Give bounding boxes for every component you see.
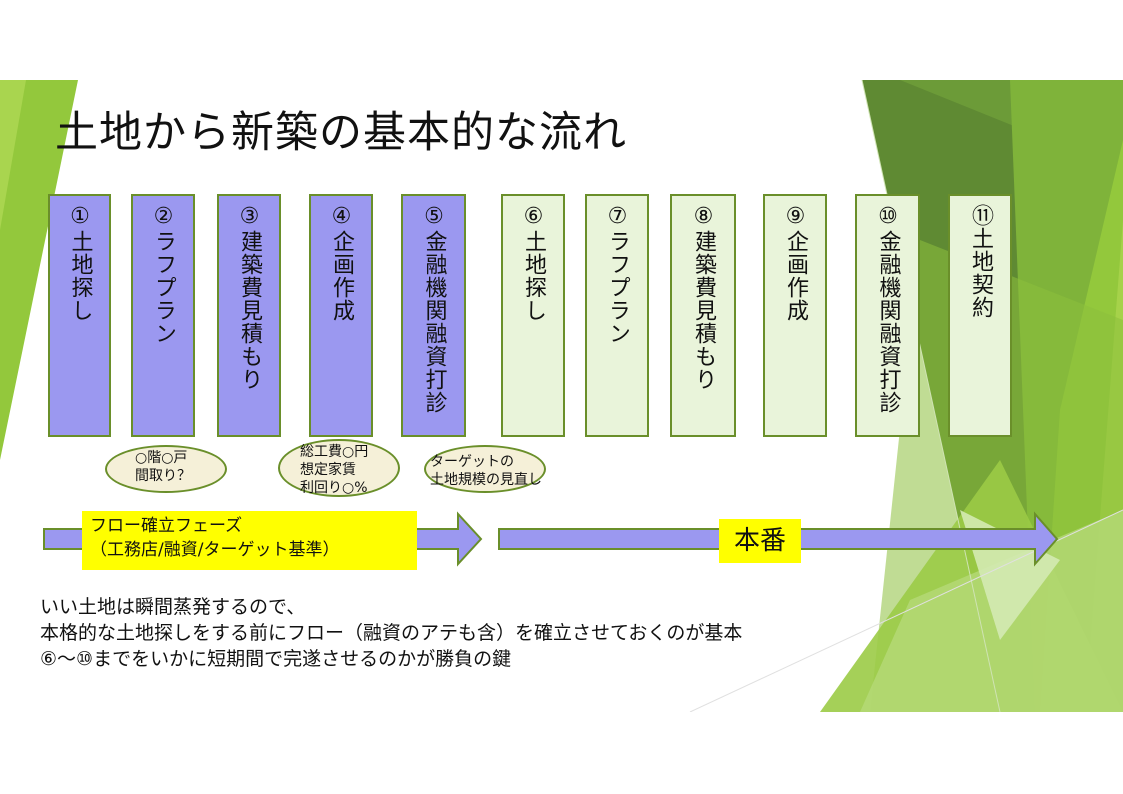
step-6-box: ⑥土地探し (501, 194, 565, 437)
step-11-box: ⑪土地契約 (948, 194, 1012, 437)
phase2-label-box: 本番 (719, 519, 801, 563)
step-label: ②ラフプラン (151, 204, 176, 345)
callout-oval-2 (278, 439, 400, 497)
step-label: ⑤金融機関融資打診 (421, 204, 447, 414)
note-line: ⑥～⑩までをいかに短期間で完遂させるのかが勝負の鍵 (40, 648, 512, 670)
step-label: ③建築費見積もり (237, 204, 262, 391)
page-title: 土地から新築の基本的な流れ (55, 108, 627, 158)
phase1-label: フロー確立フェーズ （工務店/融資/ターゲット基準） (90, 516, 340, 560)
callout-text-2: 総工費○円 想定家賃 利回り○% (300, 444, 369, 496)
step-9-box: ⑨企画作成 (763, 194, 827, 437)
step-label: ⑪土地契約 (968, 204, 993, 319)
step-4-box: ④企画作成 (309, 194, 373, 437)
notes: いい土地は瞬間蒸発するので、 本格的な土地探しをする前にフロー（融資のアテも含）… (40, 594, 742, 672)
background-decoration (0, 80, 1123, 712)
step-2-box: ②ラフプラン (131, 194, 195, 437)
step-label: ⑩金融機関融資打診 (875, 204, 901, 414)
phase1-label-box: フロー確立フェーズ （工務店/融資/ターゲット基準） (82, 511, 417, 570)
step-10-box: ⑩金融機関融資打診 (855, 194, 920, 437)
step-label: ⑦ラフプラン (605, 204, 630, 345)
callout-text-1: ○階○戸 間取り？ (135, 450, 191, 484)
step-8-box: ⑧建築費見積もり (670, 194, 736, 437)
step-label: ④企画作成 (329, 204, 354, 322)
step-5-box: ⑤金融機関融資打診 (401, 194, 466, 437)
note-line: いい土地は瞬間蒸発するので、 (40, 596, 306, 618)
step-label: ①土地探し (67, 204, 93, 322)
phase2-label: 本番 (733, 526, 786, 556)
step-1-box: ①土地探し (48, 194, 111, 437)
note-line: 本格的な土地探しをする前にフロー（融資のアテも含）を確立させておくのが基本 (40, 622, 743, 644)
step-label: ⑨企画作成 (783, 204, 808, 322)
callout-oval-1 (105, 445, 227, 493)
step-7-box: ⑦ラフプラン (585, 194, 649, 437)
step-label: ⑧建築費見積もり (691, 204, 716, 391)
step-3-box: ③建築費見積もり (217, 194, 281, 437)
callout-oval-3 (424, 445, 546, 493)
step-label: ⑥土地探し (521, 204, 546, 322)
slide: 土地から新築の基本的な流れ ①土地探し ②ラフプラン ③建築費見積もり ④企画作… (0, 80, 1123, 712)
callout-text-3: ターゲットの 土地規模の見直し (430, 454, 542, 488)
